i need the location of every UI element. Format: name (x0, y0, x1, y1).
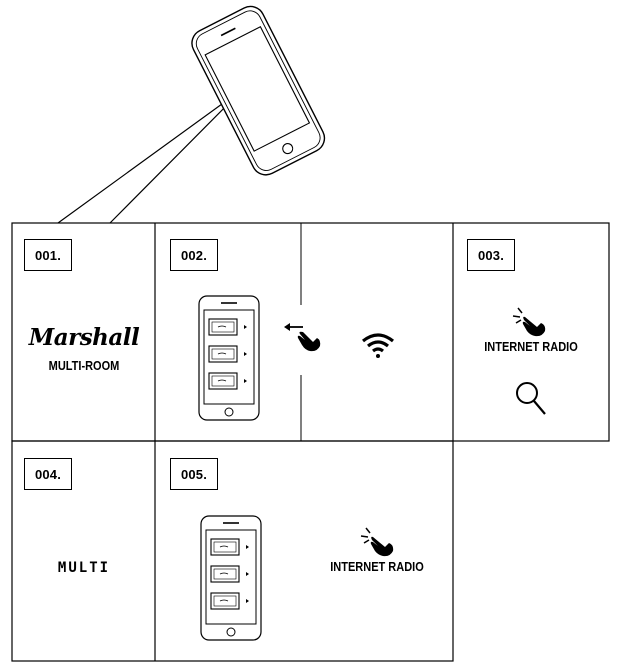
step-003-badge: 003. (467, 239, 515, 271)
wifi-icon (362, 333, 394, 358)
smartphone-icon (191, 5, 326, 176)
multi-room-label: MULTI-ROOM (48, 359, 120, 373)
tap-hand-icon (512, 307, 546, 337)
step-005-badge: 005. (170, 458, 218, 490)
bottom-row-frame (11, 440, 454, 662)
search-icon (516, 382, 546, 415)
step-004-badge: 004. (24, 458, 72, 490)
phone-speaker-list-icon (198, 295, 260, 421)
step-002-badge: 002. (170, 239, 218, 271)
internet-radio-label-005: INTERNET RADIO (330, 560, 424, 574)
tap-hand-icon-005 (360, 527, 394, 557)
marshall-logo: Marshall (28, 324, 140, 351)
swipe-hand-icon (284, 323, 321, 352)
multi-label: MULTI (57, 560, 111, 576)
step-001-badge: 001. (24, 239, 72, 271)
phone-speaker-list-icon-005 (200, 515, 262, 641)
internet-radio-label-003: INTERNET RADIO (484, 340, 578, 354)
